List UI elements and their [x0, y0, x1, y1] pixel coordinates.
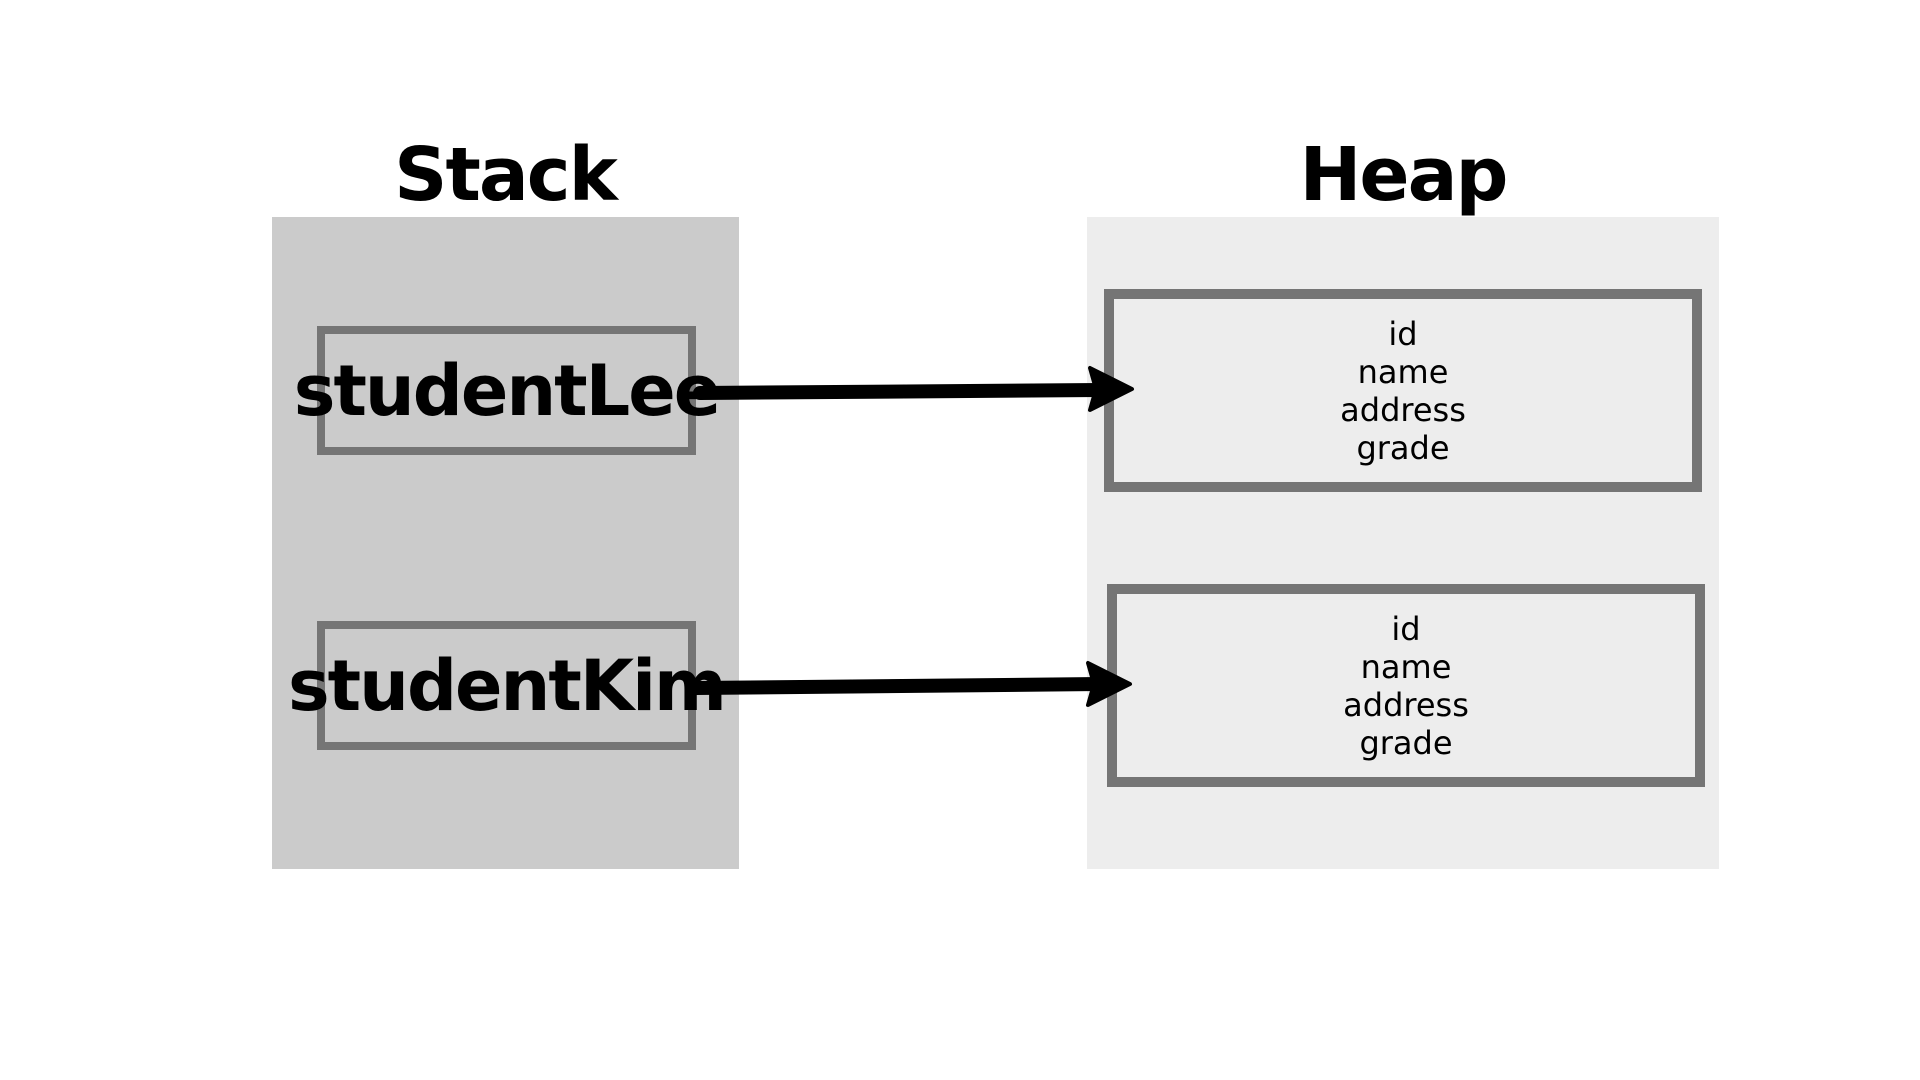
stack-variable-box: studentKim — [288, 621, 727, 750]
reference-arrow — [689, 661, 1132, 707]
heap-title: Heap — [1299, 132, 1508, 218]
object-field: grade — [1359, 723, 1453, 762]
object-field: name — [1357, 352, 1449, 391]
heap-object-box: id name address grade — [1104, 289, 1702, 492]
reference-arrow — [693, 366, 1134, 412]
object-field: name — [1360, 647, 1452, 686]
object-field: address — [1340, 390, 1466, 429]
object-field: id — [1388, 314, 1418, 353]
variable-label: studentKim — [287, 644, 727, 727]
stack-title: Stack — [394, 132, 618, 218]
stack-variable-box: studentLee — [294, 326, 721, 455]
stack-region — [272, 217, 739, 869]
object-field: grade — [1356, 428, 1450, 467]
object-field: address — [1343, 685, 1469, 724]
heap-object-box: id name address grade — [1107, 584, 1705, 787]
variable-label: studentLee — [293, 349, 721, 432]
object-field: id — [1391, 609, 1421, 648]
